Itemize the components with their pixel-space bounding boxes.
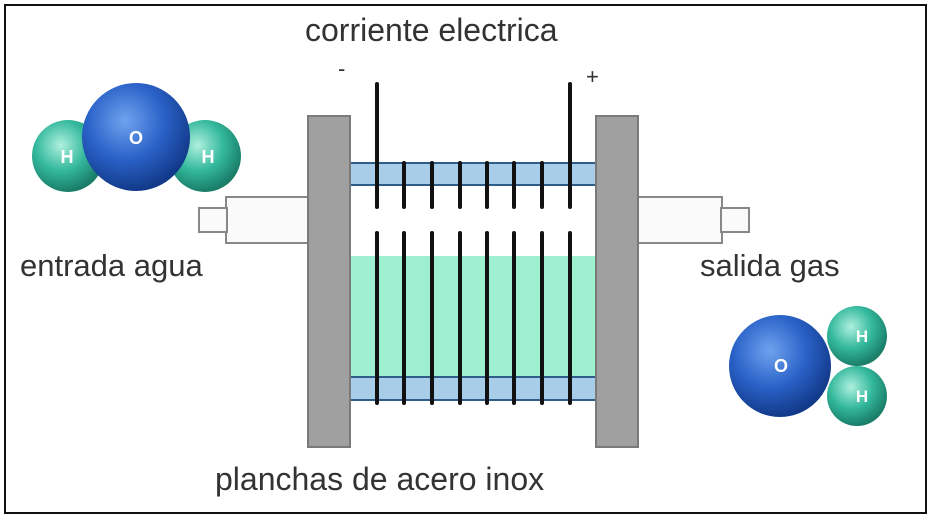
- oxygen-atom: [82, 83, 190, 191]
- water-molecule-right: H O H: [729, 306, 887, 426]
- hydrogen-symbol: H: [61, 147, 74, 167]
- hydrogen-symbol: H: [856, 327, 868, 346]
- steel-plates: [375, 82, 572, 405]
- hydrogen-symbol: H: [856, 387, 868, 406]
- hydrogen-symbol: H: [202, 147, 215, 167]
- gas-outlet-label: salida gas: [700, 248, 840, 283]
- oxygen-symbol: O: [129, 128, 143, 148]
- water-molecule-left: H O H: [32, 83, 241, 192]
- electric-current-label: corriente electrica: [305, 12, 558, 48]
- inlet-pipe: [198, 196, 311, 244]
- left-end-plate: [307, 115, 351, 448]
- bottom-spacer-band: [348, 377, 596, 400]
- oxygen-atom: [729, 315, 831, 417]
- outlet-pipe: [635, 196, 750, 244]
- oxygen-symbol: O: [774, 356, 788, 376]
- band-edges: [348, 162, 596, 401]
- top-spacer-band: [348, 163, 596, 185]
- hydrogen-atom: [827, 366, 887, 426]
- positive-sign: +: [586, 64, 599, 89]
- steel-plates-label: planchas de acero inox: [215, 461, 545, 497]
- right-end-plate: [595, 115, 639, 448]
- water-inlet-label: entrada agua: [20, 248, 203, 283]
- hydrogen-atom: [827, 306, 887, 366]
- negative-sign: -: [338, 56, 346, 81]
